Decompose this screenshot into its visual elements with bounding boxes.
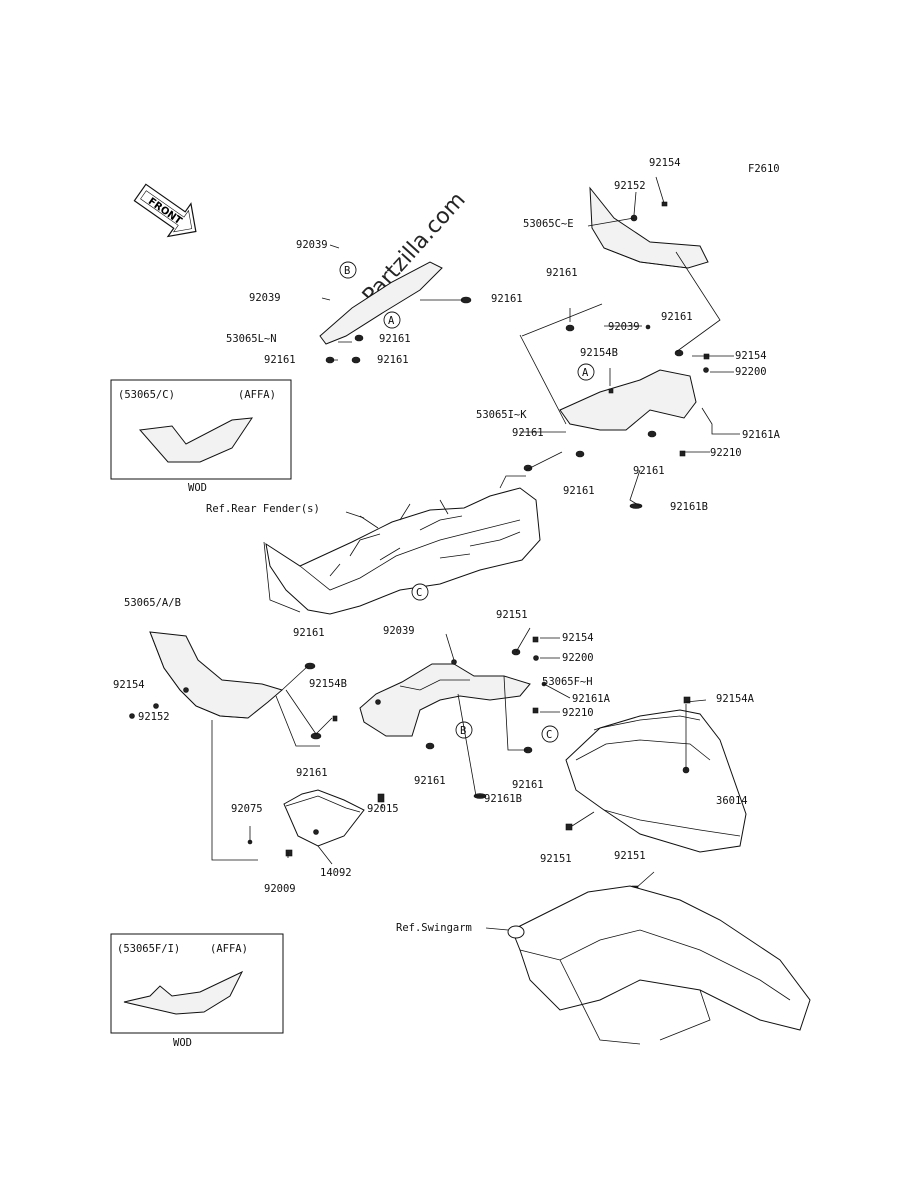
side-cover-53065FH [359, 663, 531, 737]
label-92151: 92151 [496, 609, 528, 621]
label-92039: 92039 [383, 625, 415, 637]
label-92039: 92039 [249, 292, 281, 304]
label-92161: 92161 [512, 779, 544, 791]
cover-14092 [283, 789, 365, 847]
label-92154: 92154 [562, 632, 594, 644]
label-92210: 92210 [562, 707, 594, 719]
inset-variant: (AFFA) [210, 943, 248, 955]
tail-cover-53065LN [319, 261, 443, 345]
callout-circle [383, 311, 401, 329]
side-cover-53065AB [149, 631, 284, 719]
tail-cover-53065IK [559, 369, 697, 431]
label-92161: 92161 [546, 267, 578, 279]
label-92039: 92039 [296, 239, 328, 251]
inset-frame [110, 933, 284, 1034]
label-92161: 92161 [563, 485, 595, 497]
label-92075: 92075 [231, 803, 263, 815]
label-92161A: 92161A [742, 429, 781, 441]
label-92154: 92154 [735, 350, 767, 362]
label-92161: 92161 [512, 427, 544, 439]
label-53065AB: 53065/A/B [124, 597, 181, 609]
label-92154B: 92154B [309, 678, 347, 690]
label-36014: 36014 [716, 795, 748, 807]
ref-rear-fender: Ref.Rear Fender(s) [206, 503, 320, 515]
inset-caption: WOD [173, 1037, 192, 1049]
swingarm-ref [511, 885, 811, 1031]
label-92161B: 92161B [484, 793, 522, 805]
label-92161: 92161 [264, 354, 296, 366]
callout-c: C [546, 729, 552, 741]
label-92039: 92039 [608, 321, 640, 333]
label-92154: 92154 [649, 157, 681, 169]
callout-a: A [388, 315, 395, 327]
label-53065FH: 53065F~H [542, 676, 593, 688]
front-arrow-icon: FRONT [133, 183, 197, 238]
inset-caption: WOD [188, 482, 207, 494]
label-92200: 92200 [735, 366, 767, 378]
part-labels: 92154 92152 53065C~E 92039 92039 92161 5… [113, 157, 781, 895]
label-92161: 92161 [296, 767, 328, 779]
label-92009: 92009 [264, 883, 296, 895]
inset-53065C: (53065/C) (AFFA) WOD [110, 379, 292, 494]
label-92154B: 92154B [580, 347, 618, 359]
chain-guard-36014 [565, 709, 747, 853]
label-92200: 92200 [562, 652, 594, 664]
label-53065IK: 53065I~K [476, 409, 527, 421]
inset-code: (53065F/I) [117, 943, 180, 955]
inset-variant: (AFFA) [238, 389, 276, 401]
label-92152: 92152 [138, 711, 170, 723]
rear-fender-ref [265, 487, 541, 615]
inset-53065F: (53065F/I) (AFFA) WOD [110, 933, 284, 1049]
inset-cover-part [139, 417, 254, 463]
label-92151: 92151 [614, 850, 646, 862]
label-92210: 92210 [710, 447, 742, 459]
callout-circle [339, 261, 357, 279]
callout-b: B [460, 725, 466, 737]
label-92161B: 92161B [670, 501, 708, 513]
label-92161: 92161 [661, 311, 693, 323]
label-92161: 92161 [633, 465, 665, 477]
label-92154: 92154 [113, 679, 145, 691]
inset-frame [110, 379, 292, 480]
inset-cover-part [123, 970, 244, 1015]
label-14092: 14092 [320, 867, 352, 879]
label-92161: 92161 [293, 627, 325, 639]
callout-a: A [582, 367, 589, 379]
label-92152: 92152 [614, 180, 646, 192]
label-92161: 92161 [414, 775, 446, 787]
label-92151: 92151 [540, 853, 572, 865]
label-92161: 92161 [379, 333, 411, 345]
label-92161A: 92161A [572, 693, 611, 705]
label-92154A: 92154A [716, 693, 755, 705]
screw-head [661, 201, 668, 207]
inset-code: (53065/C) [118, 389, 175, 401]
label-92015: 92015 [367, 803, 399, 815]
callout-b: B [344, 265, 350, 277]
callout-c: C [416, 587, 422, 599]
ref-swingarm: Ref.Swingarm [396, 922, 472, 934]
label-92161: 92161 [377, 354, 409, 366]
seat-cover-53065CE [589, 186, 709, 269]
figure-code: F2610 [748, 163, 780, 175]
label-92161: 92161 [491, 293, 523, 305]
label-53065CE: 53065C~E [523, 218, 574, 230]
label-53065LN: 53065L~N [226, 333, 277, 345]
